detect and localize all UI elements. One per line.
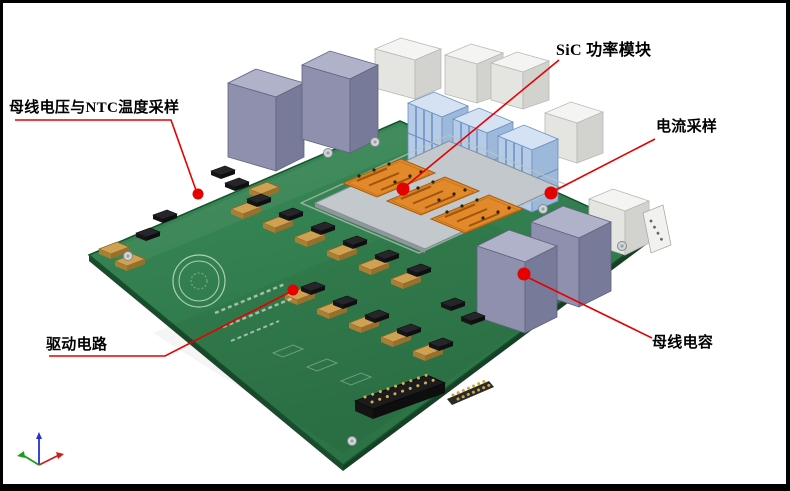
annotation-label-bus-ntc: 母线电压与NTC温度采样 xyxy=(9,100,180,116)
annotated-pcb-figure: 母线电压与NTC温度采样 SiC 功率模块 电流采样 母线电容 驱动电路 xyxy=(3,3,786,484)
electrolytic-capacitors-top xyxy=(226,50,380,172)
output-connector xyxy=(353,373,447,419)
annotation-label-sic-module: SiC 功率模块 xyxy=(556,42,652,59)
leader-line-bus-capacitor xyxy=(526,276,653,339)
edge-connector-right xyxy=(642,204,672,254)
annotation-label-drive-circuit: 驱动电路 xyxy=(46,337,108,353)
pcb-3d-rendering xyxy=(15,37,672,471)
bus-capacitors-bottom xyxy=(475,205,613,334)
annotation-dot-drive-circuit xyxy=(287,284,299,296)
annotation-dots xyxy=(192,182,558,296)
annotation-label-bus-capacitor: 母线电容 xyxy=(652,335,714,351)
pin-header xyxy=(447,378,494,405)
x-axis xyxy=(38,454,60,466)
annotation-dot-bus-capacitor xyxy=(517,267,531,281)
annotation-label-current-sampling: 电流采样 xyxy=(656,119,718,135)
annotation-dot-sic-module xyxy=(396,182,410,196)
white-capacitors xyxy=(373,37,605,164)
leader-line-current-sampling xyxy=(553,138,656,192)
axes-triad xyxy=(17,432,64,466)
annotation-dot-current-sampling xyxy=(544,186,558,200)
leader-line-sic-module xyxy=(405,59,560,187)
silkscreen-text xyxy=(214,282,294,342)
leader-line-drive-circuit xyxy=(49,290,293,357)
annotation-dot-bus-ntc xyxy=(192,188,204,200)
board-logo xyxy=(172,254,226,308)
leader-line-bus-ntc xyxy=(15,119,198,194)
annotation-leaders xyxy=(15,59,656,357)
